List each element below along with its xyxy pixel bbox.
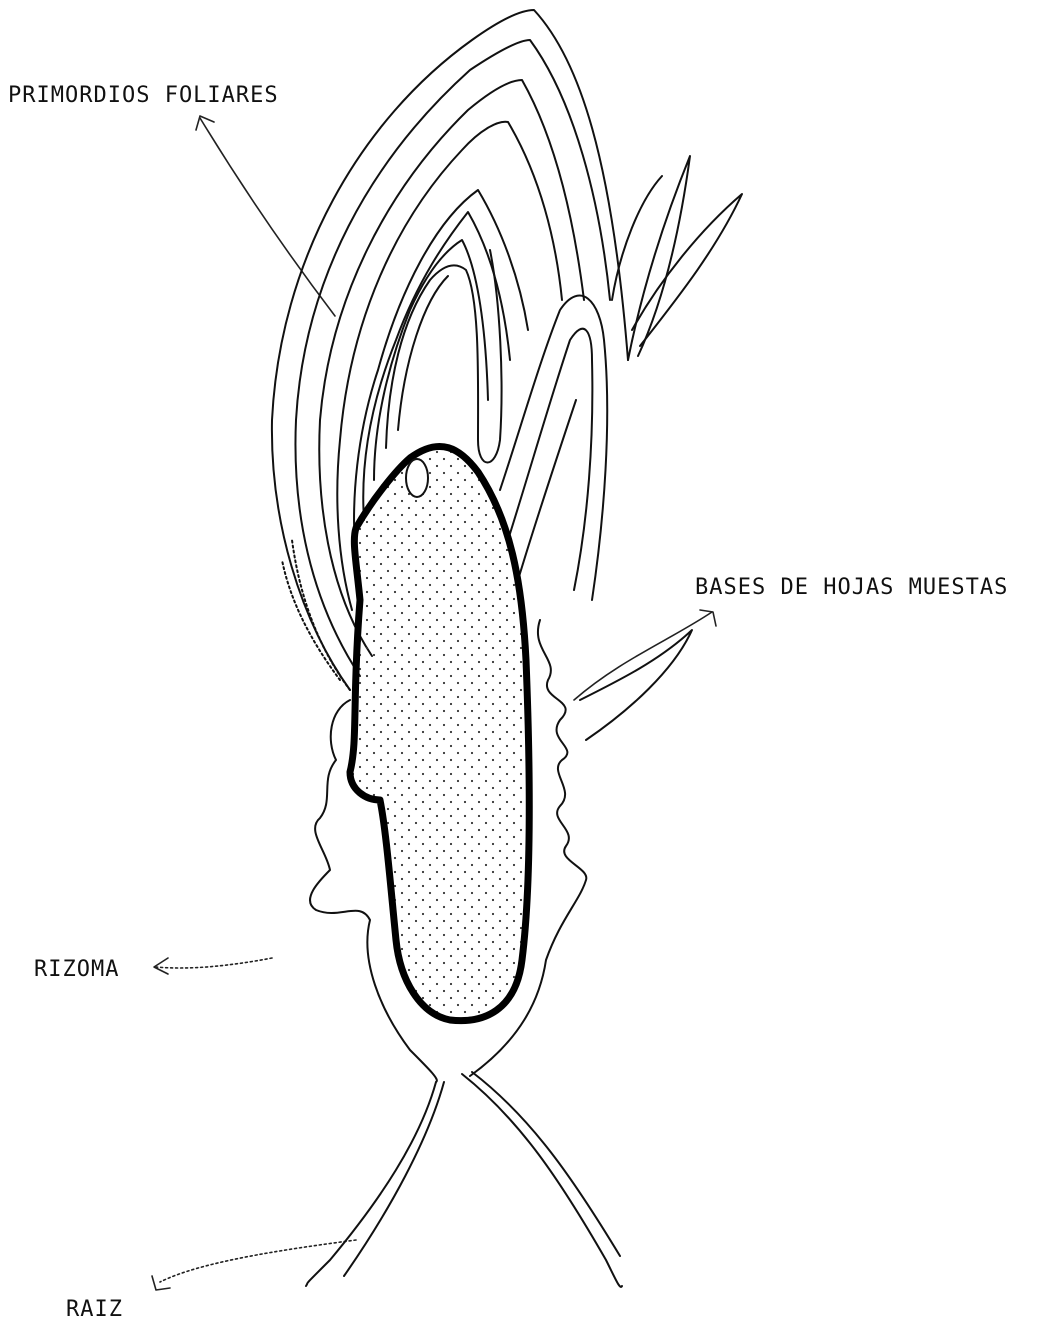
label-rizoma: RIZOMA bbox=[34, 957, 119, 982]
label-primordios-foliares: PRIMORDIOS FOLIARES bbox=[8, 83, 279, 108]
dead-leaf-bases bbox=[612, 156, 742, 360]
rhizome-body bbox=[350, 446, 529, 1020]
bud-apex bbox=[406, 459, 428, 497]
roots bbox=[306, 1072, 622, 1287]
label-bases-hojas-muestas: BASES DE HOJAS MUESTAS bbox=[695, 575, 1008, 600]
arrow-bases-hojas bbox=[574, 610, 716, 700]
arrow-primordios bbox=[196, 116, 335, 316]
label-raiz: RAIZ bbox=[66, 1297, 123, 1322]
rhizome bbox=[350, 446, 529, 1020]
arrow-rizoma bbox=[154, 958, 272, 974]
